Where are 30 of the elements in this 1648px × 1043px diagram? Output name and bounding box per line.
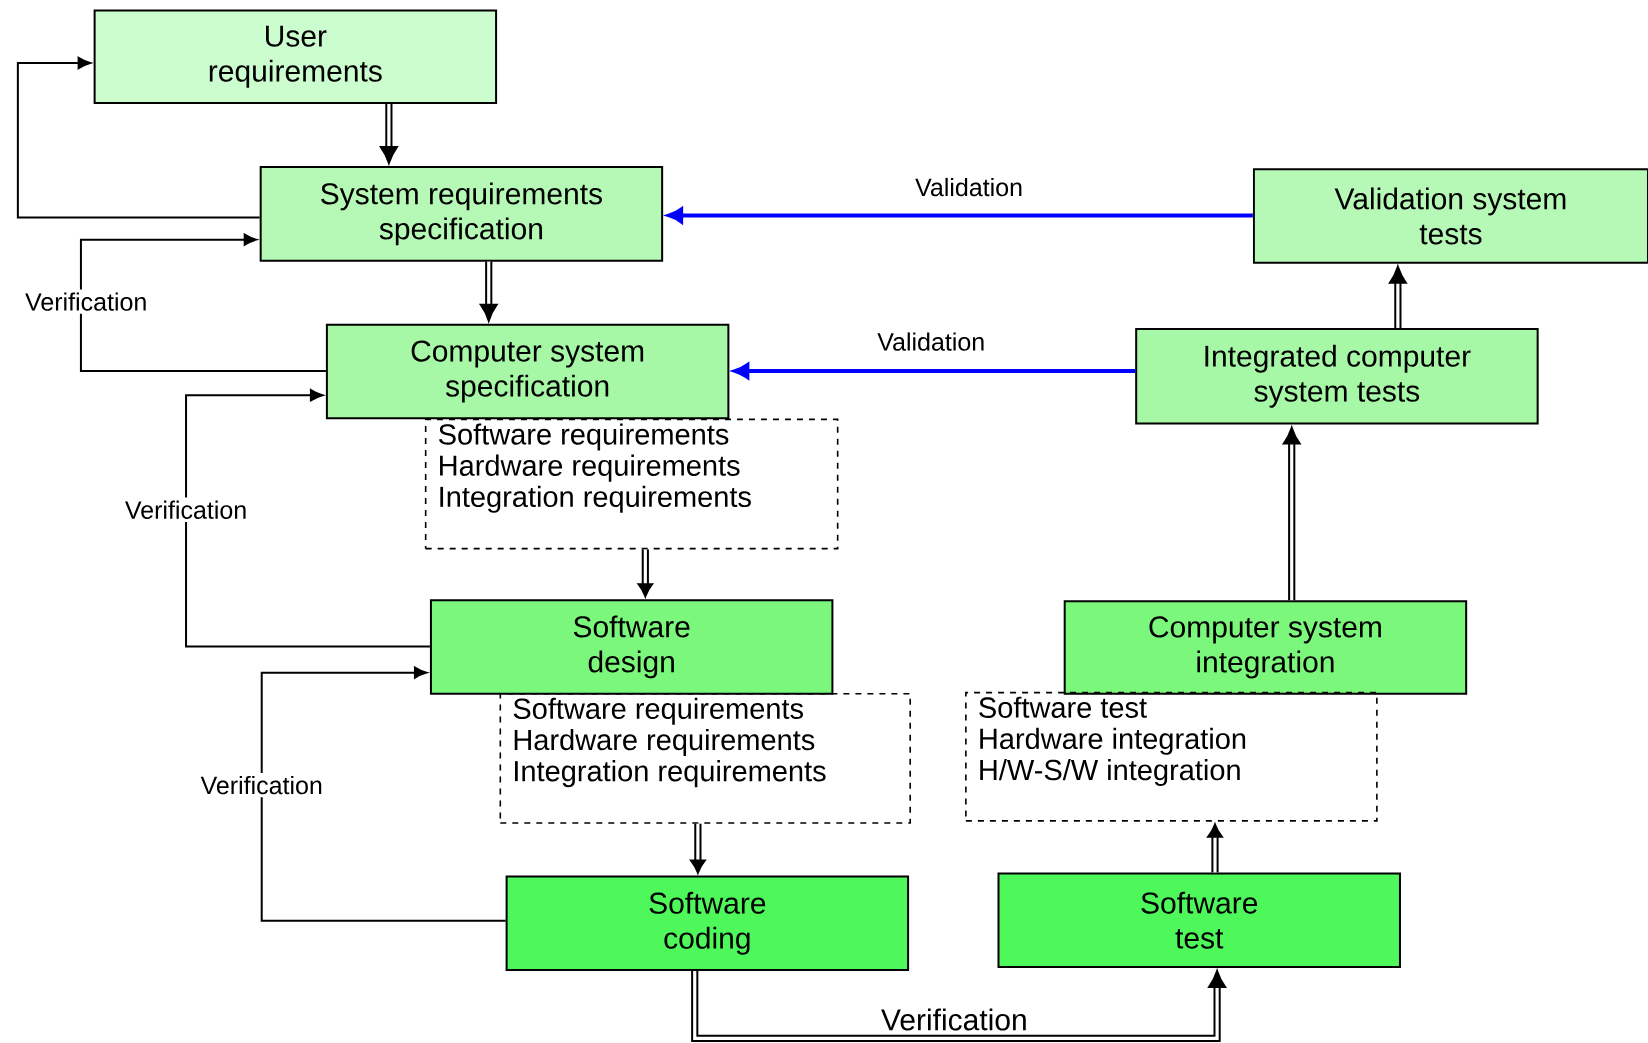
process-box: Software design (429, 599, 834, 695)
arrow (690, 823, 706, 874)
arrow (185, 389, 431, 648)
arrow (79, 233, 327, 372)
edge-label: Verification (121, 497, 251, 522)
arrow (691, 970, 1227, 1042)
process-box: Software coding (505, 875, 910, 972)
dashed-box: Software requirements Hardware requirements Integration requirements (424, 418, 839, 550)
process-box: Software test (997, 872, 1401, 968)
edge-label: Verification (877, 1005, 1031, 1034)
arrow (16, 56, 261, 219)
process-box: User requirements (93, 9, 498, 104)
arrow (637, 549, 654, 598)
arrow (260, 666, 507, 922)
edge-label: Verification (197, 772, 326, 798)
edge-label: Validation (912, 174, 1027, 200)
process-box: Integrated computer system tests (1135, 327, 1539, 425)
arrow (1388, 265, 1407, 328)
process-box: Computer system integration (1063, 600, 1468, 695)
process-box: System requirements specification (259, 166, 664, 262)
process-box: Validation system tests (1252, 168, 1648, 264)
arrow (1282, 426, 1301, 601)
arrow (1207, 823, 1223, 873)
edge-label: Validation (874, 329, 989, 354)
edge-label: Verification (22, 289, 151, 314)
process-box: Computer system specification (325, 323, 730, 420)
arrow (479, 261, 498, 322)
dashed-box: Software test Hardware integration H/W-S/W integration (965, 691, 1378, 822)
arrow (379, 104, 398, 164)
dashed-box: Software requirements Hardware requirements Integration requirements (499, 692, 911, 824)
